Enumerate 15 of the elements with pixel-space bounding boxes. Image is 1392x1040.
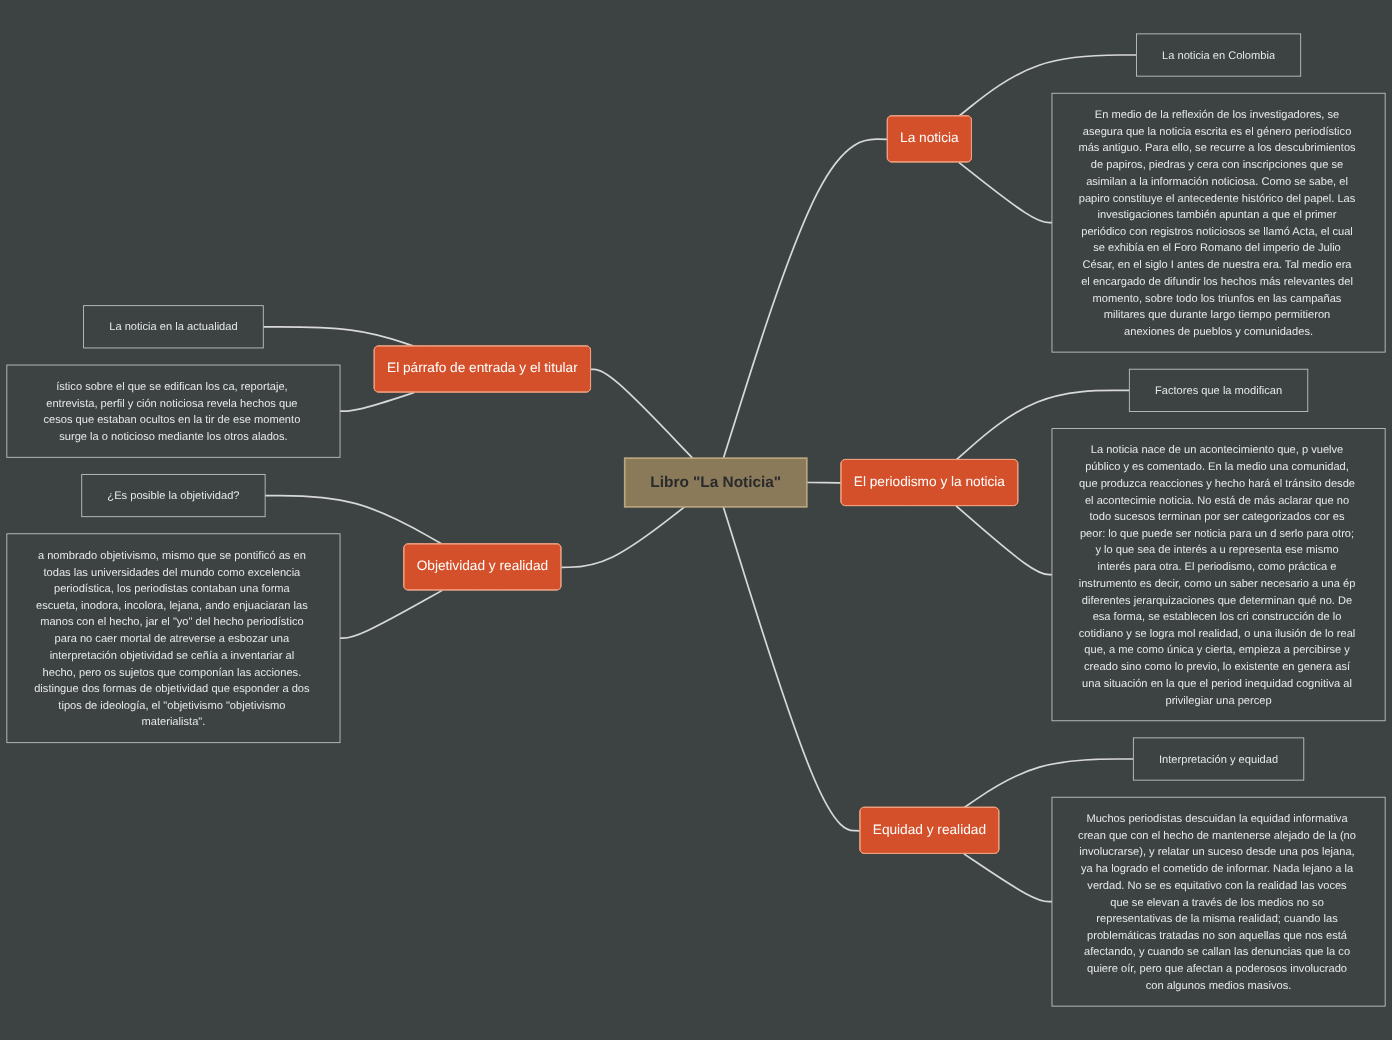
connector: [955, 389, 1131, 461]
connector: [590, 368, 694, 460]
connector: [560, 506, 686, 569]
connector: [722, 138, 889, 460]
connector: [722, 506, 862, 832]
connector: [958, 161, 1053, 224]
connector: [262, 325, 416, 348]
connector: [805, 481, 843, 484]
connector: [955, 505, 1053, 576]
connector: [339, 391, 416, 413]
connector: [339, 589, 444, 640]
connector: [963, 758, 1135, 809]
connector: [963, 853, 1053, 903]
connector: [958, 54, 1138, 118]
connector: [264, 494, 444, 546]
